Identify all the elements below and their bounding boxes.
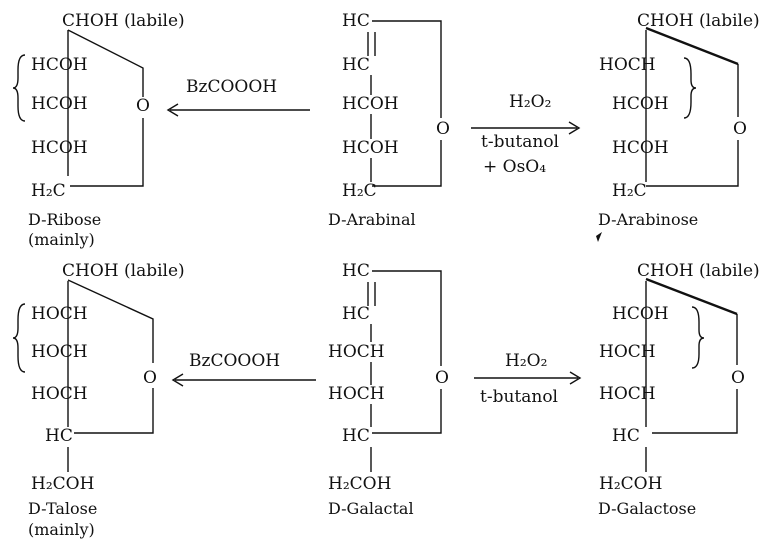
arabinose-ring-oxygen: O	[733, 119, 747, 139]
galactal-double-bond	[367, 282, 376, 306]
arabinose-mark	[596, 232, 602, 242]
bottom-left-arrowhead	[171, 373, 184, 387]
galactose-ring-oxygen: O	[731, 368, 745, 388]
galactose-c5: HC	[612, 426, 640, 446]
galactose-brace	[691, 306, 705, 369]
arabinose-ring-bonds	[646, 64, 739, 187]
galactal-c2: HC	[342, 304, 370, 324]
talose-c2: HOCH	[31, 304, 88, 324]
arabinal-c1: HC	[342, 11, 370, 31]
top-right-reagent-1: H₂O₂	[509, 92, 551, 112]
talose-name: D-Talose	[28, 499, 97, 518]
molecule-talose: CHOH (labile) HOCH HOCH HOCH HC H₂COH O …	[12, 261, 185, 539]
galactal-ring-bonds	[372, 270, 442, 434]
top-left-reagent: BzCOOOH	[186, 77, 277, 97]
molecule-arabinal: HC HC HCOH HCOH H₂C O D-Arabinal	[328, 11, 450, 229]
molecule-galactose: CHOH (labile) HCOH HOCH HOCH HC H₂COH O …	[598, 261, 760, 518]
arabinose-c2: HOCH	[599, 55, 656, 75]
galactose-c3: HOCH	[599, 342, 656, 362]
arabinose-c3: HCOH	[612, 94, 669, 114]
talose-brace	[12, 303, 26, 373]
arabinose-c5: H₂C	[612, 181, 647, 201]
top-left-arrowhead	[166, 103, 179, 117]
reaction-bottom-left: BzCOOOH	[171, 351, 316, 387]
bottom-right-arrowhead	[569, 371, 582, 385]
ribose-name: D-Ribose	[28, 210, 101, 229]
top-right-reagent-3: + OsO₄	[483, 157, 546, 177]
bottom-right-reagent-1: H₂O₂	[505, 351, 547, 371]
talose-c6: H₂COH	[31, 474, 94, 494]
talose-ring-oxygen: O	[143, 368, 157, 388]
galactal-c3: HOCH	[328, 342, 385, 362]
arabinal-ring-bonds	[372, 20, 442, 187]
arabinal-c3: HCOH	[342, 94, 399, 114]
arabinal-double-bond	[367, 32, 376, 56]
arabinal-name: D-Arabinal	[328, 210, 416, 229]
galactose-ring-bonds	[652, 314, 738, 434]
talose-c3: HOCH	[31, 342, 88, 362]
galactose-name: D-Galactose	[598, 499, 696, 518]
galactal-c6: H₂COH	[328, 474, 391, 494]
talose-ring-bonds	[67, 279, 154, 434]
reaction-top-right: H₂O₂ t-butanol + OsO₄	[471, 92, 581, 177]
arabinose-name: D-Arabinose	[598, 210, 698, 229]
bottom-left-reagent: BzCOOOH	[189, 351, 280, 371]
arabinal-c4: HCOH	[342, 138, 399, 158]
arabinose-ring-bond-top	[645, 26, 739, 66]
arabinal-c5: H₂C	[342, 181, 377, 201]
galactal-c1: HC	[342, 261, 370, 281]
galactose-c2: HCOH	[612, 304, 669, 324]
molecule-arabinose: CHOH (labile) HOCH HCOH HCOH H₂C O D-Ara…	[596, 11, 760, 242]
arabinose-brace	[683, 57, 697, 119]
reaction-bottom-right: H₂O₂ t-butanol	[474, 351, 582, 407]
ribose-brace	[12, 54, 26, 122]
arabinose-top: CHOH (labile)	[637, 11, 760, 31]
galactose-top: CHOH (labile)	[637, 261, 760, 281]
ribose-note: (mainly)	[28, 230, 95, 249]
galactal-c4: HOCH	[328, 384, 385, 404]
ribose-c3: HCOH	[31, 94, 88, 114]
bottom-right-reagent-2: t-butanol	[480, 387, 558, 407]
galactose-c6: H₂COH	[599, 474, 662, 494]
top-right-arrowhead	[568, 121, 581, 135]
galactal-name: D-Galactal	[328, 499, 414, 518]
ribose-ring-oxygen: O	[136, 96, 150, 116]
reaction-top-left: BzCOOOH	[166, 77, 310, 117]
ribose-c5: H₂C	[31, 181, 66, 201]
galactal-c5: HC	[342, 426, 370, 446]
talose-c4: HOCH	[31, 384, 88, 404]
talose-c5: HC	[45, 426, 73, 446]
top-right-reagent-2: t-butanol	[481, 132, 559, 152]
ribose-c4: HCOH	[31, 138, 88, 158]
talose-note: (mainly)	[28, 520, 95, 539]
arabinal-c2: HC	[342, 55, 370, 75]
galactose-c4: HOCH	[599, 384, 656, 404]
molecule-galactal: HC HC HOCH HOCH HC H₂COH O D-Galactal	[328, 261, 449, 518]
ribose-c2: HCOH	[31, 55, 88, 75]
galactose-ring-bond-top	[645, 277, 738, 316]
galactal-ring-oxygen: O	[435, 368, 449, 388]
arabinose-c4: HCOH	[612, 138, 669, 158]
arabinal-ring-oxygen: O	[436, 119, 450, 139]
talose-top: CHOH (labile)	[62, 261, 185, 281]
ribose-ring-bonds	[67, 29, 144, 187]
ribose-top: CHOH (labile)	[62, 11, 185, 31]
molecule-ribose: CHOH (labile) HCOH HCOH HCOH H₂C O D-Rib…	[12, 11, 185, 249]
